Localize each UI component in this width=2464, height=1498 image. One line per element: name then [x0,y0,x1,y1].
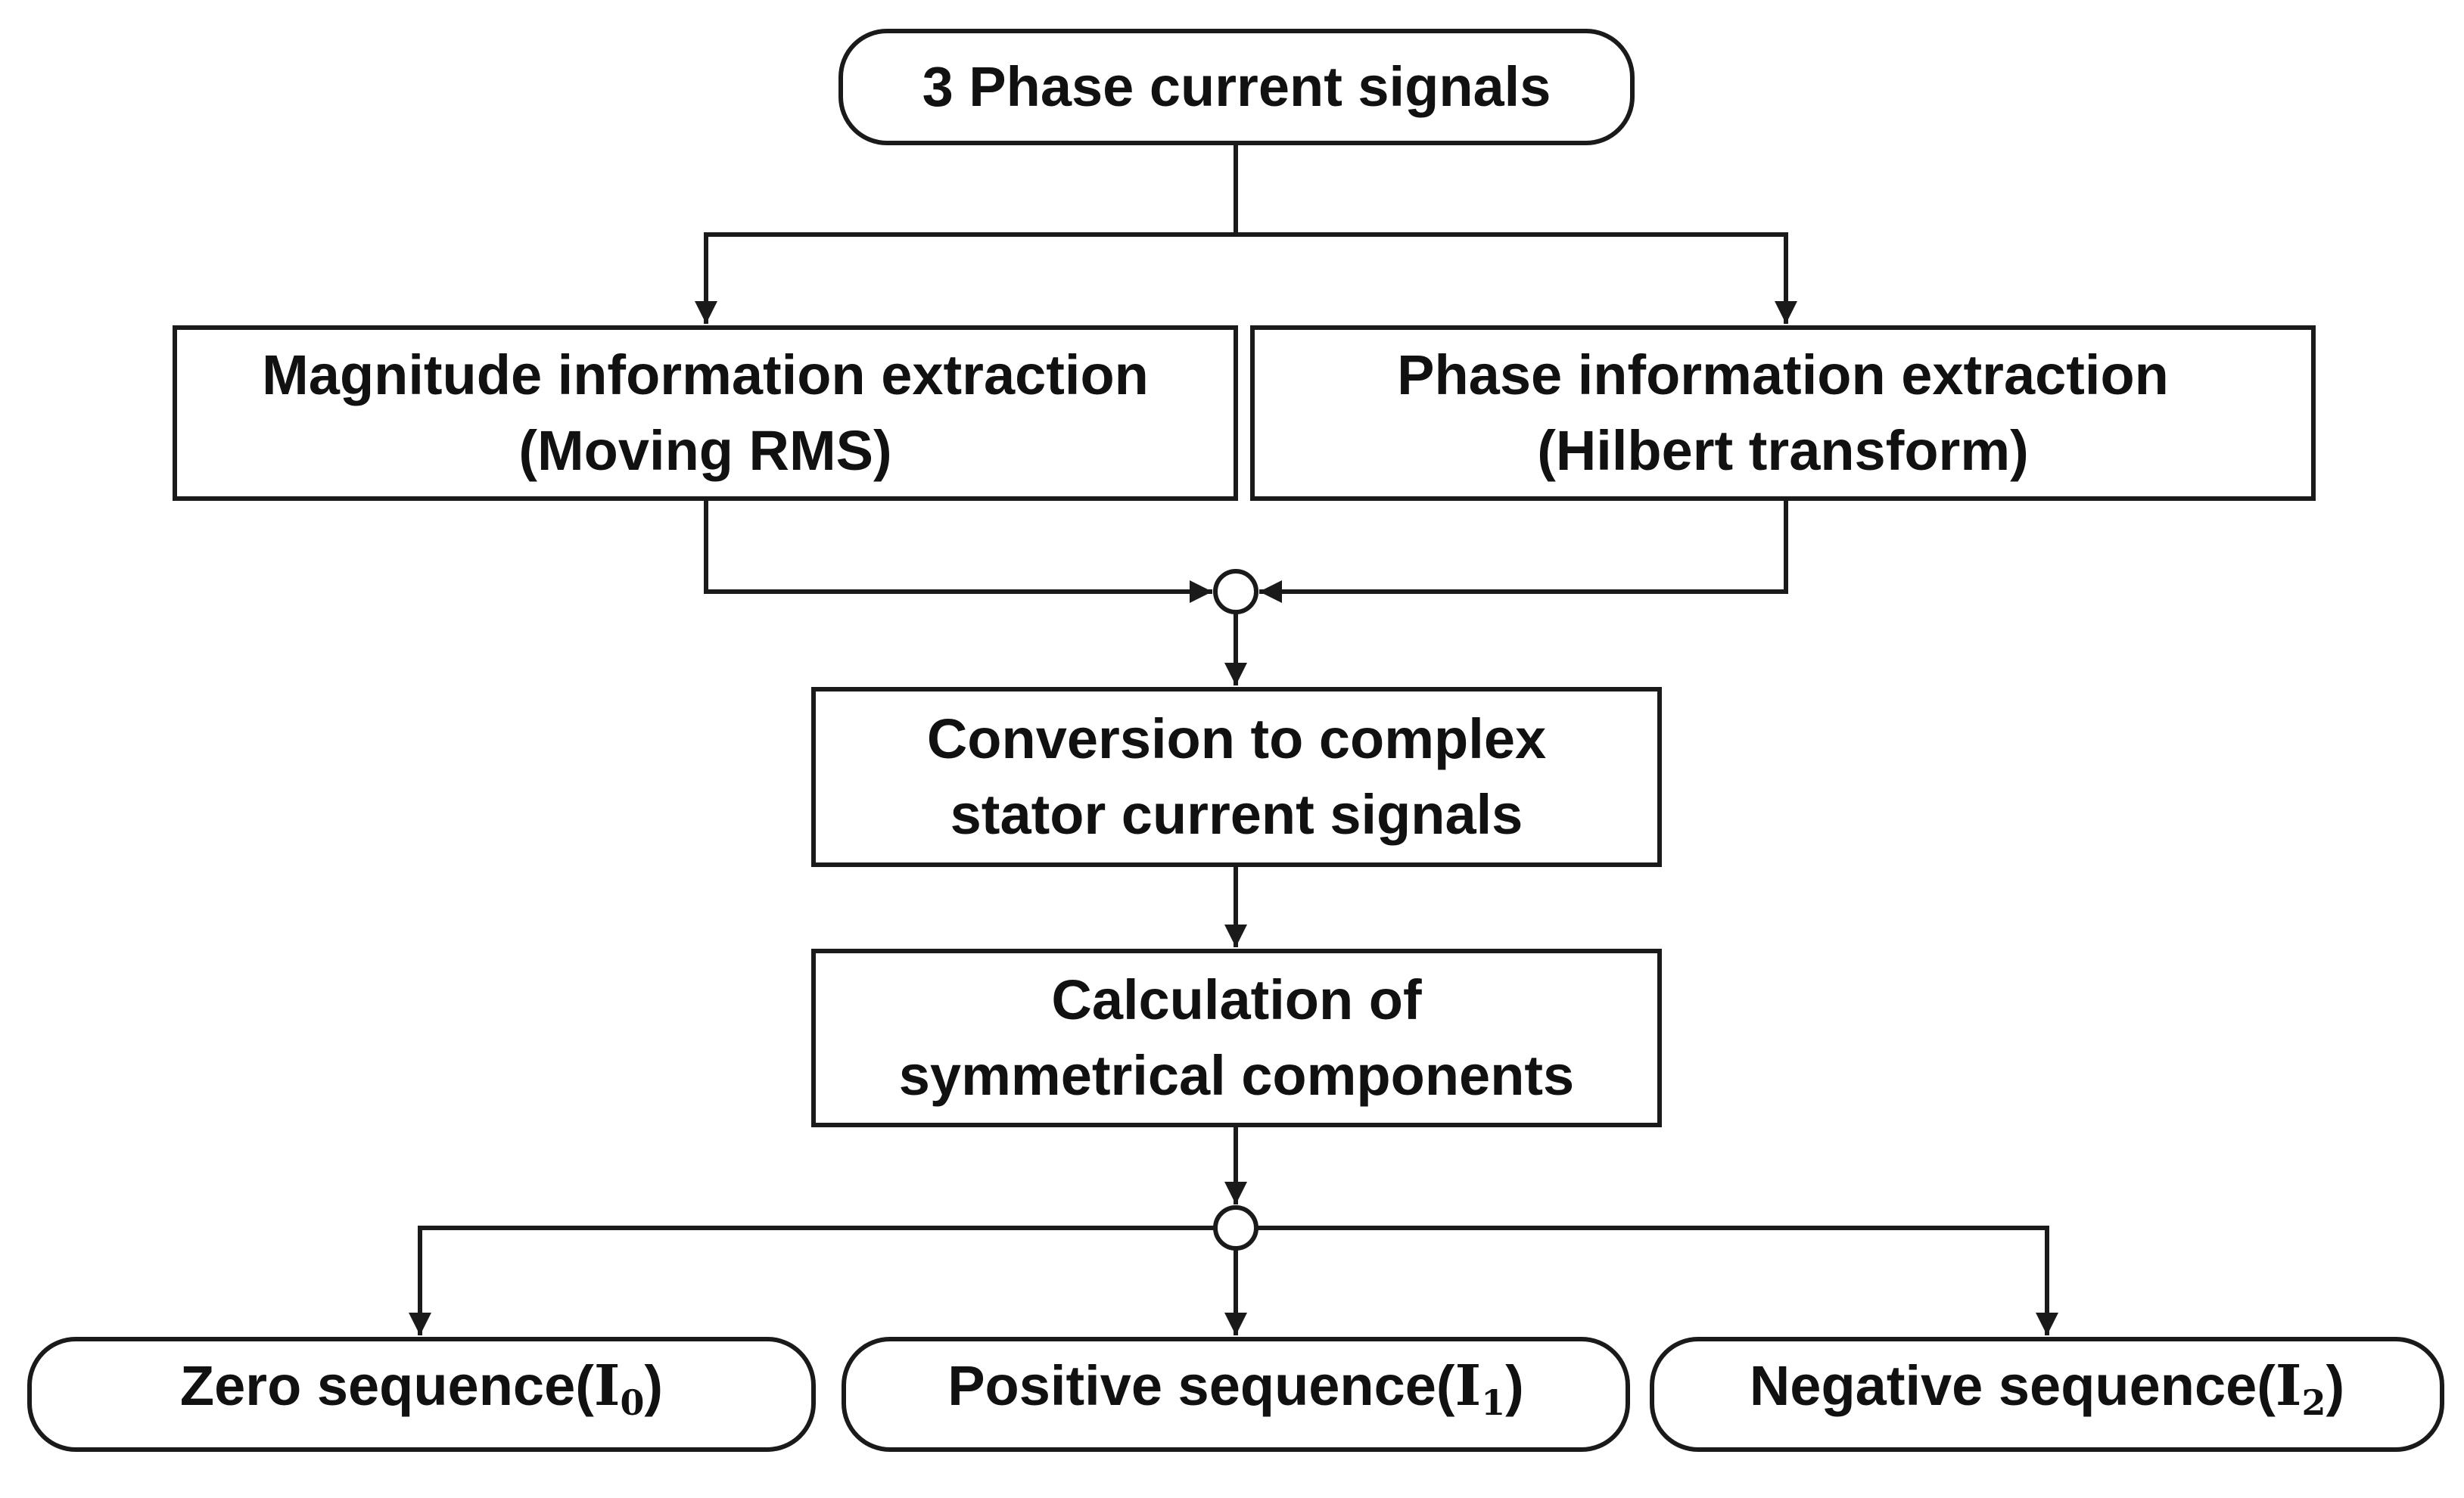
calculation-node: Calculation of symmetrical components [811,949,1662,1127]
positive-sequence-node: Positive sequence(I1) [842,1337,1630,1452]
phase-method: (Hilbert transform) [1537,419,2029,482]
calculation-line1: Calculation of [1051,968,1422,1031]
magnitude-method: (Moving RMS) [518,419,892,482]
conversion-node: Conversion to complex stator current sig… [811,687,1662,867]
input-label: 3 Phase current signals [922,55,1551,118]
conversion-line2: stator current signals [950,783,1523,846]
zero-sequence-symbol: I [593,1353,621,1419]
negative-sequence-subscript: 2 [2301,1381,2326,1423]
negative-sequence-symbol: I [2275,1353,2302,1419]
split-junction [1213,1205,1258,1251]
connector-junction-to-zero [409,1226,1215,1335]
magnitude-extraction-node: Magnitude information extraction (Moving… [173,325,1238,501]
zero-sequence-node: Zero sequence(I0) [27,1337,816,1452]
magnitude-title: Magnitude information extraction [262,343,1149,406]
phase-extraction-node: Phase information extraction (Hilbert tr… [1250,325,2316,501]
input-node: 3 Phase current signals [838,29,1635,145]
connector-magnitude-to-junction [704,501,1212,603]
phase-title: Phase information extraction [1397,343,2169,406]
connector-phase-to-junction [1259,501,1788,603]
connector-junction-to-negative [1256,1226,2058,1335]
connector-input-to-magnitude [695,232,1236,324]
zero-sequence-subscript: 0 [620,1381,645,1423]
positive-sequence-subscript: 1 [1481,1381,1506,1423]
conversion-line1: Conversion to complex [926,707,1547,770]
calculation-line2: symmetrical components [898,1044,1575,1107]
connector-input-to-phase [1236,232,1797,324]
zero-sequence-label: Zero sequence(I0) [179,1353,664,1423]
positive-sequence-symbol: I [1454,1353,1482,1419]
positive-sequence-label: Positive sequence(I1) [947,1353,1524,1423]
negative-sequence-node: Negative sequence(I2) [1650,1337,2444,1452]
merge-junction [1213,569,1258,614]
negative-sequence-label: Negative sequence(I2) [1749,1353,2345,1423]
